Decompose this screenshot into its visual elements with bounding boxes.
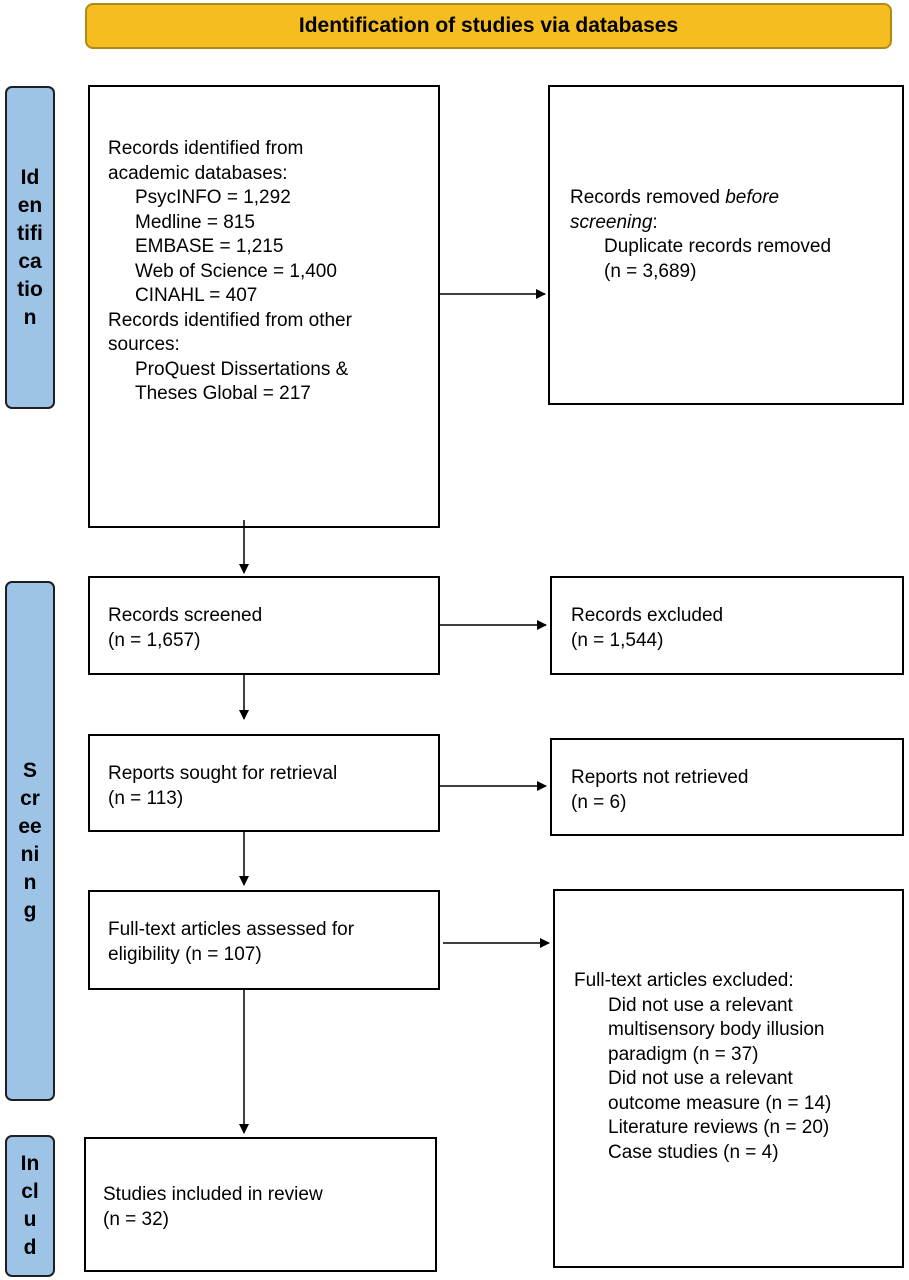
database-count: CINAHL = 407 [135,285,258,306]
phase-included-part: d [23,1236,37,1259]
box-count: (n = 6) [571,791,627,813]
box-text: eligibility (n = 107) [108,943,262,965]
exclusion-reason: Literature reviews (n = 20) [608,1117,830,1138]
database-count: EMBASE = 1,215 [135,236,284,257]
box-text: Reports sought for retrieval [108,763,338,784]
phase-identification-part: en [17,193,43,217]
phase-screening-part: ee [18,815,42,838]
phase-screening-part: g [23,899,37,922]
exclusion-reason: paradigm (n = 37) [608,1043,759,1065]
box-count: (n = 32) [103,1208,170,1230]
phase-screening-part: ni [20,843,40,866]
studies-included-box: Studies included in review (n = 32) [84,1137,437,1272]
box-text: Duplicate records removed [604,236,832,257]
full-text-assessed-box: Full-text articles assessed for eligibil… [88,890,440,990]
phase-identification-part: n [23,305,37,329]
box-text: Reports not retrieved [571,767,749,788]
box-text: Records screened [108,605,263,626]
database-count: Medline = 815 [135,211,255,233]
box-text: Records identified from other [108,309,352,331]
records-identified-box: Records identified from academic databas… [88,85,440,528]
other-source-count: ProQuest Dissertations & [135,358,349,380]
exclusion-reason: outcome measure (n = 14) [608,1092,832,1114]
header-title: Identification of studies via databases [298,14,679,37]
removed-prefix: Records removed [570,187,726,208]
records-excluded-box: Records excluded (n = 1,544) [550,576,904,675]
phase-screening: S cr ee ni n g [5,581,55,1101]
phase-included: In cl u d [5,1135,55,1277]
box-text: Records excluded [571,605,724,626]
box-text: screening: [570,211,902,236]
box-text: Records identified from [108,138,304,159]
reports-not-retrieved-box: Reports not retrieved (n = 6) [550,738,904,836]
box-count: (n = 1,657) [108,629,201,651]
box-text: Full-text articles assessed for [108,919,355,940]
phase-screening-part: S [22,759,37,782]
removed-italic: screening [570,211,653,233]
phase-included-part: In [20,1152,40,1175]
exclusion-reason: Did not use a relevant [608,1068,793,1089]
phase-identification-part: ca [18,249,42,273]
header-banner: Identification of studies via databases [85,3,892,49]
phase-screening-part: n [23,871,37,894]
records-removed-box: Records removed before screening: Duplic… [548,85,904,405]
box-text: Studies included in review [103,1184,323,1205]
box-text: academic databases: [108,162,288,184]
box-text: sources: [108,334,180,355]
box-count: (n = 1,544) [571,629,664,651]
reports-sought-box: Reports sought for retrieval (n = 113) [88,734,440,832]
full-text-excluded-box: Full-text articles excluded: Did not use… [553,889,904,1268]
phase-included-part: cl [21,1180,39,1203]
box-text: Full-text articles excluded: [574,970,794,991]
database-count: Web of Science = 1,400 [135,260,337,282]
removed-suffix: : [652,211,658,233]
phase-included-part: u [23,1208,37,1231]
phase-identification-part: tifi [17,221,43,245]
exclusion-reason: multisensory body illusion [608,1019,825,1040]
box-count: (n = 113) [108,787,184,809]
box-text: Records removed before [570,186,902,211]
box-count: (n = 3,689) [604,260,697,282]
phase-identification-part: tio [17,277,43,301]
phase-identification-part: Id [20,165,40,189]
database-count: PsycINFO = 1,292 [135,187,291,208]
removed-italic: before [725,187,780,208]
other-source-count: Theses Global = 217 [135,383,311,404]
records-screened-box: Records screened (n = 1,657) [88,576,440,675]
phase-screening-part: cr [20,787,40,810]
exclusion-reason: Did not use a relevant [608,994,793,1016]
exclusion-reason: Case studies (n = 4) [608,1141,779,1163]
phase-identification: Id en tifi ca tio n [5,86,55,409]
